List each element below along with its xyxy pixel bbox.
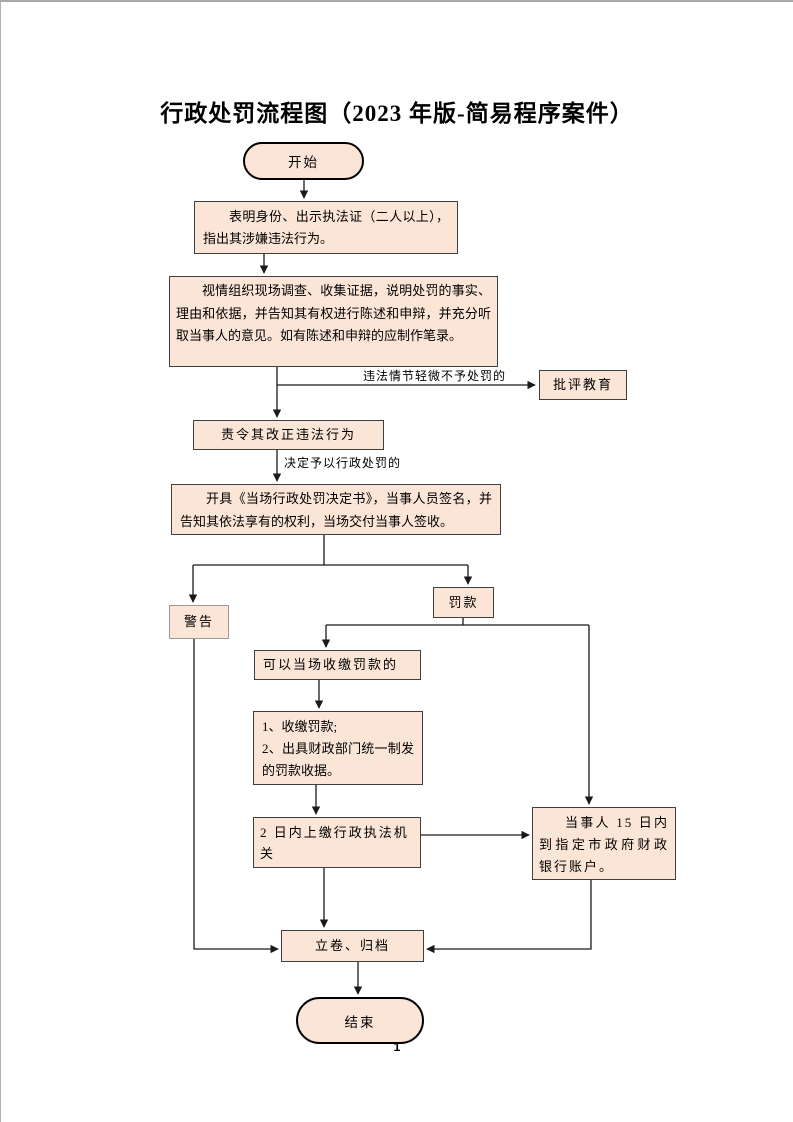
page-title: 行政处罚流程图（2023 年版-简易程序案件） — [160, 101, 634, 126]
criticism-node-label: 批评教育 — [552, 377, 613, 392]
start-node-label: 开始 — [288, 155, 319, 170]
end-node: 结束 — [296, 997, 424, 1044]
criticism-node: 批评教育 — [539, 370, 627, 400]
start-node: 开始 — [243, 142, 364, 180]
identify-node: 表明身份、出示执法证（二人以上），指出其涉嫌违法行为。 — [194, 201, 458, 254]
archive-node-label: 立卷、归档 — [314, 938, 390, 953]
issue-decision-node: 开具《当场行政处罚决定书》，当事人员签名，并告知其依法享有的权利，当场交付当事人… — [171, 484, 501, 535]
fine-node-label: 罚款 — [448, 594, 479, 610]
party-pay-node: 当事人 15 日内到指定市政府财政银行账户。 — [532, 807, 676, 880]
archive-node: 立卷、归档 — [281, 930, 424, 962]
warning-node-label: 警告 — [183, 614, 214, 629]
decide-branch-label: 决定予以行政处罚的 — [284, 454, 402, 471]
arrow-party-to-archive — [426, 880, 592, 954]
arrow-warning-to-archive — [193, 639, 279, 954]
remit-node: 2 日内上缴行政执法机关 — [253, 817, 421, 868]
fine-node: 罚款 — [433, 587, 494, 618]
warning-node: 警告 — [169, 605, 229, 639]
end-node-label: 结束 — [344, 1014, 376, 1030]
onspot-collect-node: 可以当场收缴罚款的 — [254, 650, 421, 680]
page-number: 1 — [393, 1040, 401, 1054]
order-correct-node-label: 责令其改正违法行为 — [220, 427, 356, 442]
investigate-node: 视情组织现场调查、收集证据，说明处罚的事实、理由和依据，并告知其有权进行陈述和申… — [169, 276, 498, 367]
order-correct-node: 责令其改正违法行为 — [193, 420, 384, 450]
collect-fine-item-1: 1、收缴罚款; — [262, 719, 338, 734]
collect-fine-item-2: 2、出具财政部门统一制发的罚款收据。 — [262, 741, 414, 778]
collect-fine-node: 1、收缴罚款; 2、出具财政部门统一制发的罚款收据。 — [253, 711, 423, 785]
minor-branch-label: 违法情节轻微不予处罚的 — [363, 367, 507, 384]
